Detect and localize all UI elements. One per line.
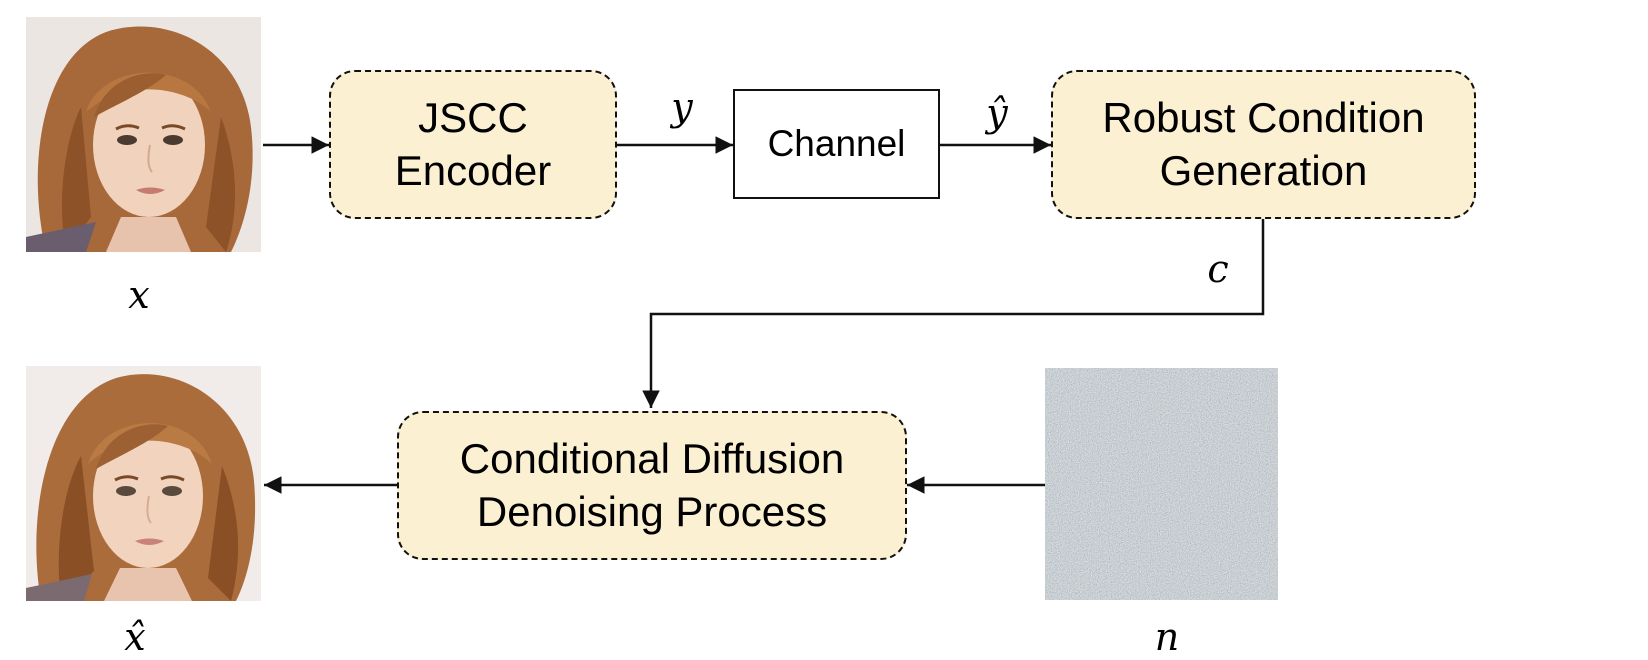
condition-label-line2: Generation bbox=[1159, 146, 1368, 194]
jscc-encoder-block: JSCC Encoder bbox=[329, 70, 617, 219]
conditional-diffusion-block: Conditional Diffusion Denoising Process bbox=[397, 411, 907, 560]
jscc-encoder-label-line1: JSCC bbox=[418, 94, 528, 141]
channel-label: Channel bbox=[767, 123, 906, 164]
condition-label-line1: Robust Condition bbox=[1102, 94, 1425, 141]
robust-condition-generation-block: Robust Condition Generation bbox=[1051, 70, 1476, 219]
diffusion-label-line2: Denoising Process bbox=[476, 487, 828, 535]
label-n: n bbox=[1154, 615, 1180, 659]
jscc-encoder-label-line2: Encoder bbox=[394, 146, 552, 194]
noise-image bbox=[1045, 368, 1278, 600]
label-x-hat: x̂ bbox=[124, 615, 146, 659]
label-c: c bbox=[1207, 247, 1229, 291]
input-image bbox=[26, 17, 261, 252]
channel-block: Channel bbox=[733, 89, 940, 199]
output-image bbox=[26, 366, 261, 601]
label-x: x bbox=[128, 273, 150, 317]
diffusion-label-line1: Conditional Diffusion bbox=[459, 435, 845, 482]
label-y-hat: ŷ bbox=[986, 91, 1008, 135]
arrow-condition-to-diffusion bbox=[642, 218, 1265, 408]
label-y: y bbox=[671, 85, 693, 129]
